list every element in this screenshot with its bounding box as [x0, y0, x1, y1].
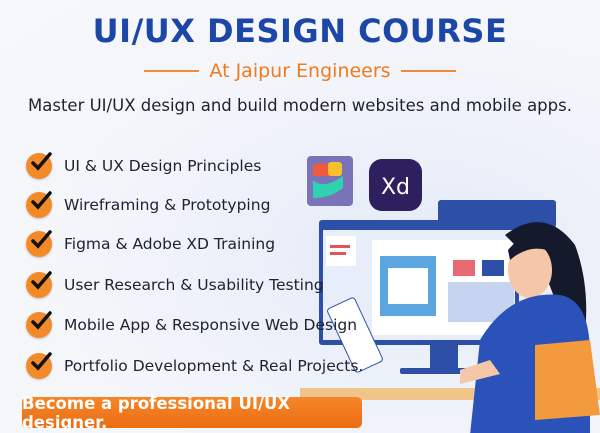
feature-label: UI & UX Design Principles — [64, 157, 262, 175]
tagline: Master UI/UX design and build modern web… — [28, 96, 572, 115]
checkmark-icon — [26, 152, 52, 179]
page-title: UI/UX DESIGN COURSE — [92, 12, 508, 50]
feature-item: UI & UX Design Principles — [26, 152, 262, 179]
checkmark-icon — [26, 230, 52, 257]
divider-left — [144, 70, 200, 72]
feature-label: Portfolio Development & Real Projects. — [64, 357, 364, 375]
feature-item: Figma & Adobe XD Training — [26, 230, 276, 257]
checkmark-icon — [26, 191, 52, 218]
feature-item: Mobile App & Responsive Web Design — [26, 311, 358, 338]
svg-text:Xd: Xd — [381, 175, 410, 200]
feature-label: Wireframing & Prototyping — [64, 196, 271, 214]
feature-label: Figma & Adobe XD Training — [64, 235, 276, 253]
divider-right — [400, 70, 456, 72]
figma-logo — [307, 156, 353, 206]
adobe-xd-logo: Xd — [369, 159, 422, 211]
chair — [535, 340, 600, 420]
feature-item: User Research & Usability Testing — [26, 271, 324, 298]
feature-item: Wireframing & Prototyping — [26, 191, 271, 218]
cta-button[interactable]: Become a professional UI/UX designer. — [22, 394, 362, 432]
feature-label: User Research & Usability Testing — [64, 276, 324, 294]
checkmark-icon — [26, 311, 52, 338]
feature-label: Mobile App & Responsive Web Design — [64, 316, 358, 334]
subtitle-row: At Jaipur Engineers — [0, 60, 600, 82]
monitor — [319, 220, 519, 374]
checkmark-icon — [26, 352, 52, 379]
checkmark-icon — [26, 271, 52, 298]
illustration: Xd — [300, 156, 600, 433]
feature-item: Portfolio Development & Real Projects. — [26, 352, 364, 379]
subtitle: At Jaipur Engineers — [209, 60, 391, 82]
